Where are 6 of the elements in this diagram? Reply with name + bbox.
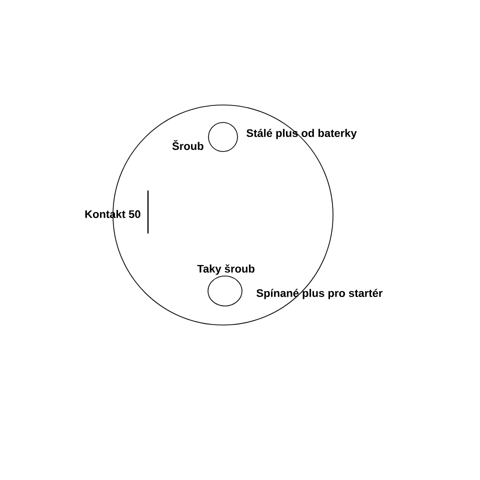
terminal-label: Šroub bbox=[172, 140, 204, 150]
terminal-label: Taky šroub bbox=[197, 264, 254, 275]
circle-terminal bbox=[208, 276, 242, 306]
terminal-label: Stálé plus od baterky bbox=[246, 128, 357, 140]
terminal-label: Spínané plus pro startér bbox=[256, 288, 383, 300]
circle-terminal bbox=[208, 122, 238, 152]
